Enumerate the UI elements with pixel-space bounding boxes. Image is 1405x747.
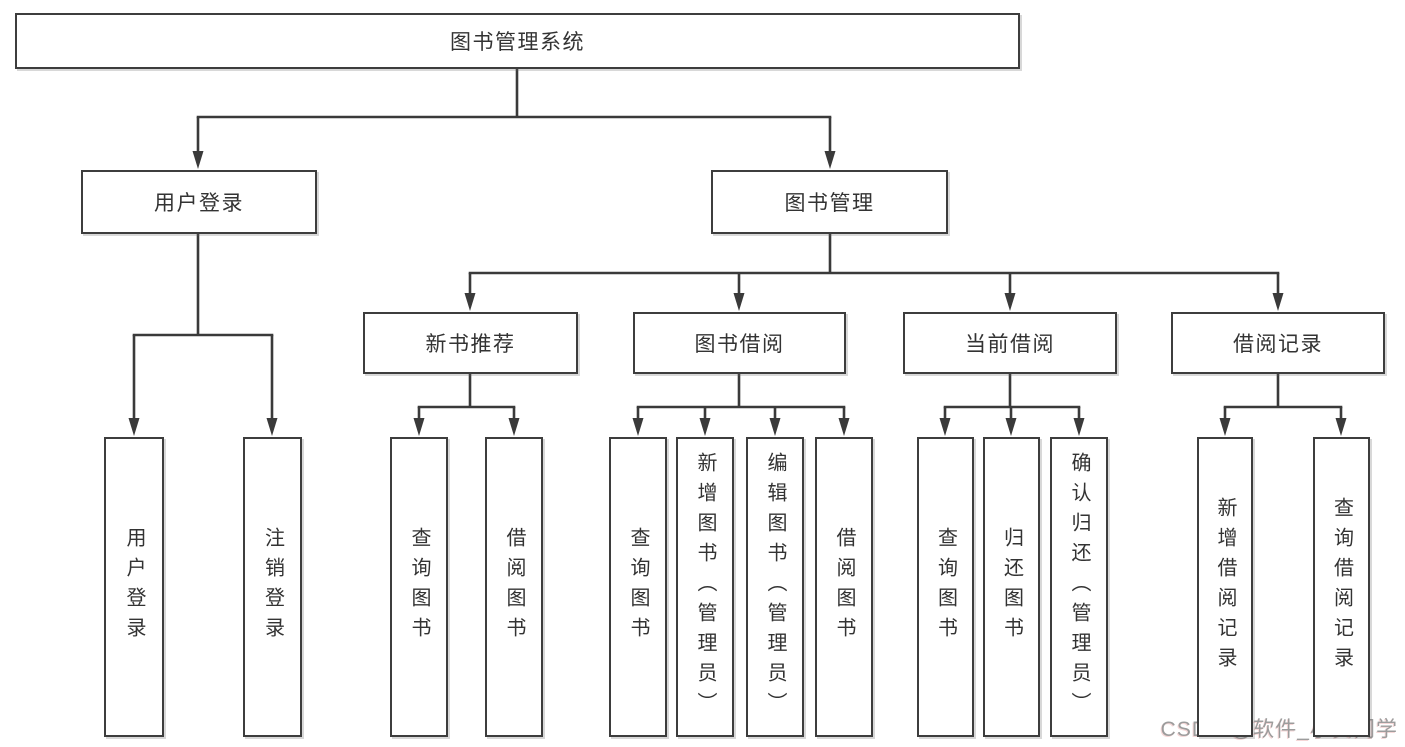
arrowhead [1335, 418, 1347, 436]
node-label: 确认归还（管理员） [1068, 452, 1090, 722]
arrowhead [1073, 418, 1085, 436]
arrowhead [1272, 293, 1284, 311]
node-label: 查询图书 [934, 527, 957, 647]
node-current-borrowing: 当前借阅 [903, 312, 1117, 374]
node-book-borrowing: 图书借阅 [633, 312, 846, 374]
node-label: 用户登录 [154, 192, 244, 215]
node-label: 图书管理 [784, 192, 875, 215]
arrowhead [699, 418, 711, 436]
node-query-books-1: 查询图书 [390, 437, 448, 737]
arrowhead [464, 293, 476, 311]
node-label: 图书借阅 [694, 333, 785, 356]
arrowhead [508, 418, 520, 436]
node-query-borrow-record: 查询借阅记录 [1313, 437, 1370, 737]
arrowhead [632, 418, 644, 436]
node-borrowing-records: 借阅记录 [1171, 312, 1385, 374]
arrowhead [769, 418, 781, 436]
node-return-books: 归还图书 [983, 437, 1040, 737]
node-label: 当前借阅 [965, 333, 1055, 356]
node-logout: 注销登录 [243, 437, 302, 737]
node-confirm-return-admin: 确认归还（管理员） [1050, 437, 1108, 737]
arrowhead [1005, 418, 1017, 436]
node-query-books-2: 查询图书 [609, 437, 667, 737]
node-label: 注销登录 [261, 527, 284, 647]
node-book-management: 图书管理 [711, 170, 948, 234]
node-add-borrow-record: 新增借阅记录 [1197, 437, 1253, 737]
arrowhead [413, 418, 425, 436]
node-label: 查询图书 [627, 527, 649, 647]
node-label: 用户登录 [123, 527, 145, 647]
node-label: 查询借阅记录 [1330, 497, 1353, 677]
node-root: 图书管理系统 [15, 13, 1020, 69]
arrowhead [838, 418, 850, 436]
arrowhead [824, 151, 836, 169]
arrowhead [939, 418, 951, 436]
node-label: 新增借阅记录 [1214, 497, 1236, 677]
node-user-login-leaf: 用户登录 [104, 437, 164, 737]
node-label: 借阅图书 [833, 527, 855, 647]
node-label: 借阅图书 [503, 527, 525, 647]
node-borrow-books-2: 借阅图书 [815, 437, 873, 737]
arrowhead [266, 418, 278, 436]
node-label: 归还图书 [1000, 527, 1023, 647]
node-edit-books-admin: 编辑图书（管理员） [746, 437, 804, 737]
node-new-book-recommend: 新书推荐 [363, 312, 578, 374]
node-label: 图书管理系统 [450, 31, 585, 54]
arrowhead [128, 418, 140, 436]
arrowhead [1219, 418, 1231, 436]
node-label: 新增图书（管理员） [694, 452, 716, 722]
arrowhead [192, 151, 204, 169]
node-label: 借阅记录 [1233, 333, 1323, 356]
node-label: 新书推荐 [425, 333, 516, 356]
node-user-login: 用户登录 [81, 170, 317, 234]
node-borrow-books-1: 借阅图书 [485, 437, 543, 737]
arrowhead [1004, 293, 1016, 311]
node-query-books-3: 查询图书 [917, 437, 974, 737]
node-label: 编辑图书（管理员） [764, 452, 786, 722]
node-label: 查询图书 [408, 527, 430, 647]
node-add-books-admin: 新增图书（管理员） [676, 437, 734, 737]
arrowhead [733, 293, 745, 311]
